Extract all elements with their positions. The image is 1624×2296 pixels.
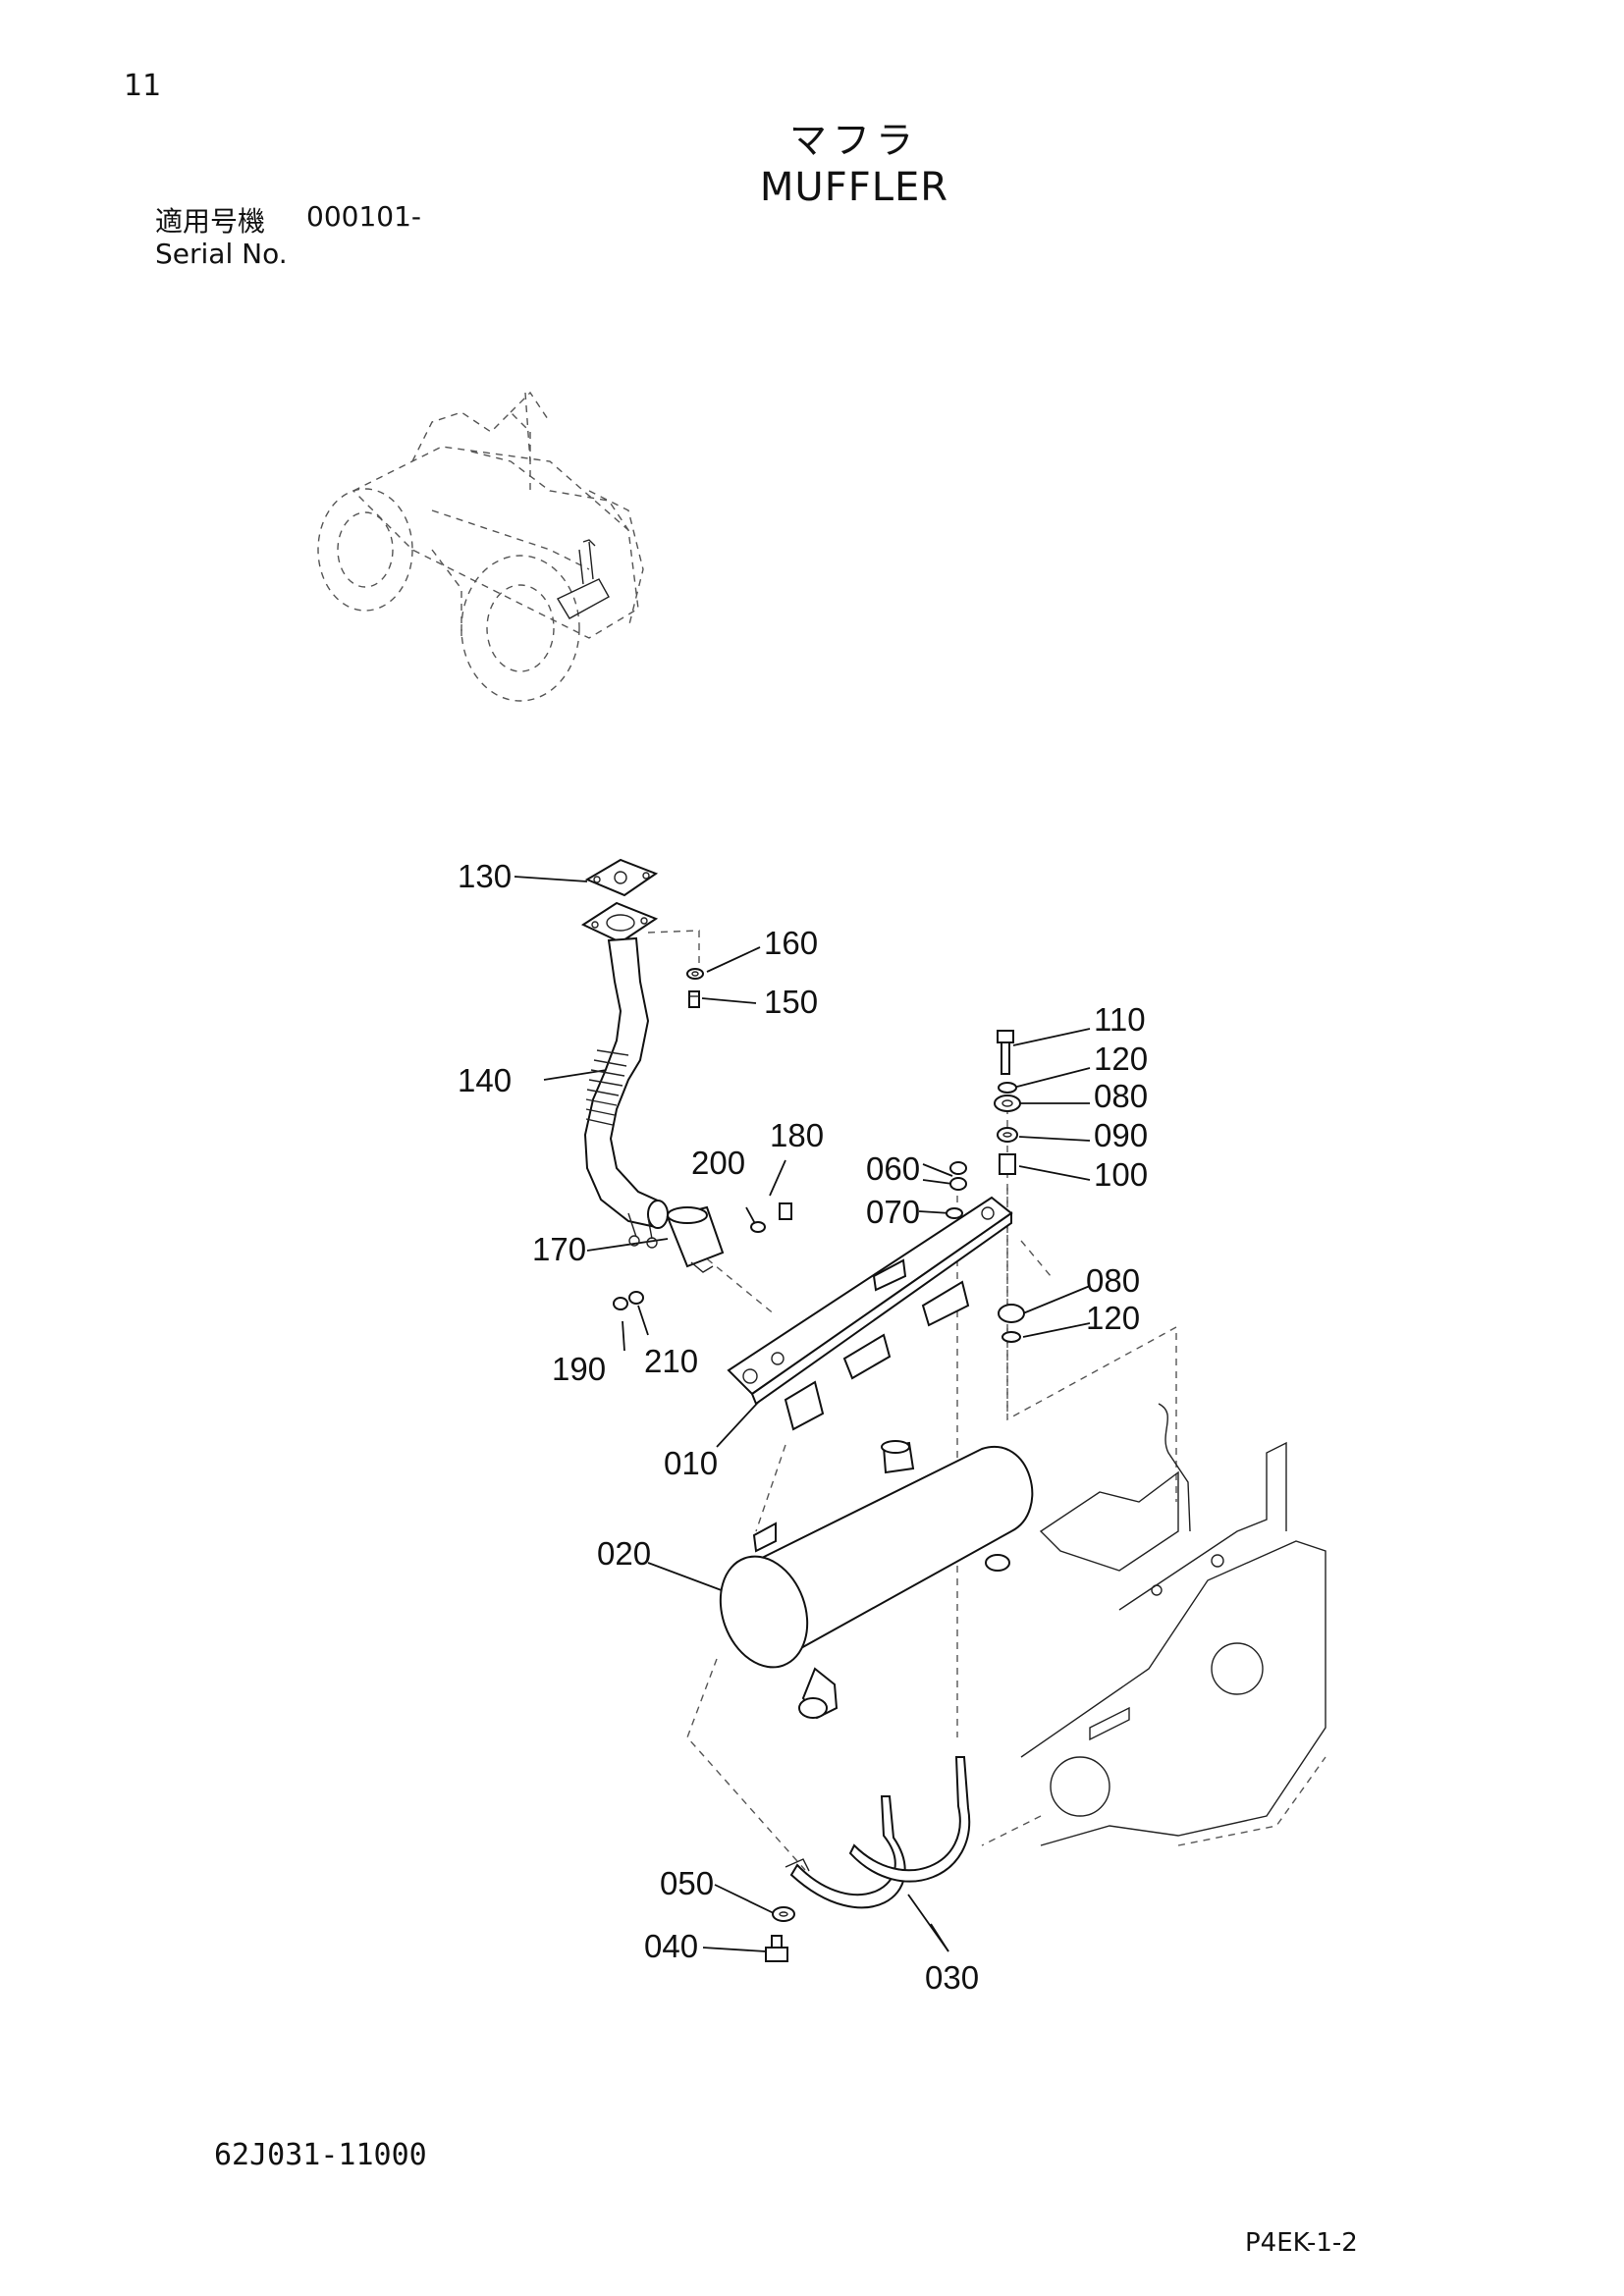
part-label-120: 120 [1094,1041,1148,1077]
part-label-030: 030 [925,1959,979,1996]
part-label-200: 200 [691,1145,745,1181]
serial-number-value: 000101- [306,200,421,233]
tractor-overview-sketch [317,391,644,702]
stay-nuts [946,1161,967,1219]
part-label-150: 150 [764,984,818,1020]
serial-label: Serial No. [155,238,288,270]
page-title-japanese: マフラ [788,119,919,162]
part-label-170: 170 [532,1231,586,1267]
part-label-120-lower: 120 [1086,1300,1140,1336]
muffler-bands [785,1756,971,1909]
part-label-020: 020 [597,1535,651,1572]
part-label-180: 180 [770,1117,824,1153]
part-label-090: 090 [1094,1117,1148,1153]
part-label-070: 070 [866,1194,920,1230]
muffler-stay [727,1196,1013,1431]
part-label-100: 100 [1094,1156,1148,1193]
drain-plug [765,1906,795,1962]
clamp-fasteners [613,1202,792,1310]
part-label-130: 130 [458,858,512,894]
part-label-040: 040 [644,1928,698,1964]
part-labels: 130 160 150 140 110 120 080 090 100 180 … [458,858,1148,1996]
exhaust-pipe [583,936,669,1249]
machine-frame [981,1403,1326,1846]
part-label-110: 110 [1094,1001,1146,1038]
part-label-050: 050 [660,1865,714,1901]
part-label-080-lower: 080 [1086,1262,1140,1299]
part-label-080: 080 [1094,1078,1148,1114]
serial-label-japanese: 適用号機 [155,205,266,238]
bolt-and-washer [686,968,704,1008]
page-number: 11 [124,69,162,103]
drawing-number: 62J031-11000 [214,2138,427,2172]
part-label-010: 010 [664,1445,718,1481]
part-label-140: 140 [458,1062,512,1098]
part-label-210: 210 [644,1343,698,1379]
page-code: P4EK-1-2 [1245,2228,1358,2258]
exhaust-gasket [584,858,659,897]
part-label-190: 190 [552,1351,606,1387]
page-title: MUFFLER [759,165,949,210]
part-label-160: 160 [764,925,818,961]
muffler-body [719,1440,1034,1720]
exhaust-pipe-flange [580,901,659,944]
part-label-060: 060 [866,1150,920,1187]
mount-bolt-stack [994,1030,1025,1343]
pipe-clamp [666,1205,725,1273]
